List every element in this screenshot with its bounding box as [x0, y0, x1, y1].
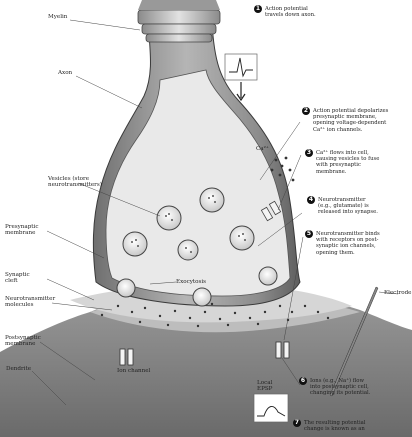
step-4: 4 Neurotransmitter (e.g., glutamate) is …	[307, 197, 378, 216]
label-dendrite: Dendrite	[6, 366, 31, 372]
step-text: Ca²⁺ flows into cell, causing vesicles t…	[316, 150, 379, 175]
step-3: 3 Ca²⁺ flows into cell, causing vesicles…	[305, 150, 379, 175]
epsp-trace	[254, 394, 288, 422]
step-text: Action potential travels down axon.	[265, 6, 316, 18]
step-text: The resulting potential change is known …	[304, 420, 366, 432]
step-6: 6 Ions (e.g., Na⁺) flow into postsynapti…	[299, 378, 370, 397]
label-myelin: Myelin	[48, 14, 67, 20]
step-7: 7 The resulting potential change is know…	[293, 420, 366, 432]
label-local-epsp: Local EPSP	[257, 380, 272, 393]
label-postsynaptic-membrane: Postsynaptic membrane	[5, 335, 41, 348]
step-number-badge: 1	[254, 5, 262, 13]
label-presynaptic-membrane: Presynaptic membrane	[5, 224, 38, 237]
label-synaptic-cleft: Synaptic cleft	[5, 272, 30, 285]
step-number-badge: 3	[305, 149, 313, 157]
step-number-badge: 5	[305, 230, 313, 238]
label-exocytosis: Exocytosis	[176, 279, 206, 285]
step-text: Ions (e.g., Na⁺) flow into postsynaptic …	[310, 378, 370, 397]
step-text: Neurotransmitter binds with receptors on…	[316, 231, 380, 256]
step-1: 1 Action potential travels down axon.	[254, 6, 316, 18]
down-arrow-icon	[237, 82, 245, 100]
label-neurotransmitter-molecules: Neurotransmitter molecules	[5, 296, 55, 309]
step-text: Neurotransmitter (e.g., glutamate) is re…	[318, 197, 378, 216]
step-number-badge: 7	[293, 419, 301, 427]
step-number-badge: 2	[302, 107, 310, 115]
label-axon: Axon	[58, 70, 72, 76]
myelin-sheath	[138, 0, 220, 42]
label-electrode: Electrode	[384, 290, 412, 296]
step-5: 5 Neurotransmitter binds with receptors …	[305, 231, 380, 256]
label-ion-channel: Ion channel	[117, 368, 150, 374]
action-potential-trace	[225, 54, 257, 80]
step-2: 2 Action potential depolarizes presynapt…	[302, 108, 388, 133]
label-vesicles: Vesicles (store neurotransmitters)	[48, 176, 102, 189]
label-calcium: Ca²⁺	[256, 146, 269, 152]
step-number-badge: 6	[299, 377, 307, 385]
step-text: Action potential depolarizes presynaptic…	[313, 108, 388, 133]
step-number-badge: 4	[307, 196, 315, 204]
